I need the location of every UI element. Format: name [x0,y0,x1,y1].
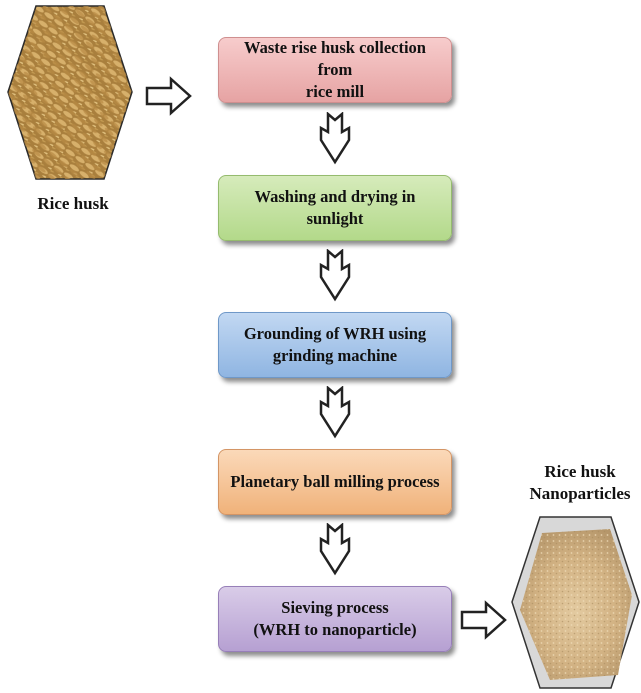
step-washing-drying: Washing and drying in sunlight [218,175,452,241]
nanoparticles-label: Rice husk Nanoparticles [529,462,631,503]
down-arrow-icon [319,523,351,576]
rice-husk-label: Rice husk [37,194,109,213]
step-sieving: Sieving process (WRH to nanoparticle) [218,586,452,652]
rice-husk-image [7,5,133,180]
right-arrow-icon [460,600,507,640]
down-arrow-icon [319,386,351,439]
down-arrow-icon [319,112,351,165]
step-waste-husk-collection: Waste rise husk collection from rice mil… [218,37,452,103]
right-arrow-icon [145,76,192,116]
step-grounding: Grounding of WRH using grinding machine [218,312,452,378]
nanoparticle-powder-image [511,516,640,689]
step-ball-milling: Planetary ball milling process [218,449,452,515]
down-arrow-icon [319,249,351,302]
